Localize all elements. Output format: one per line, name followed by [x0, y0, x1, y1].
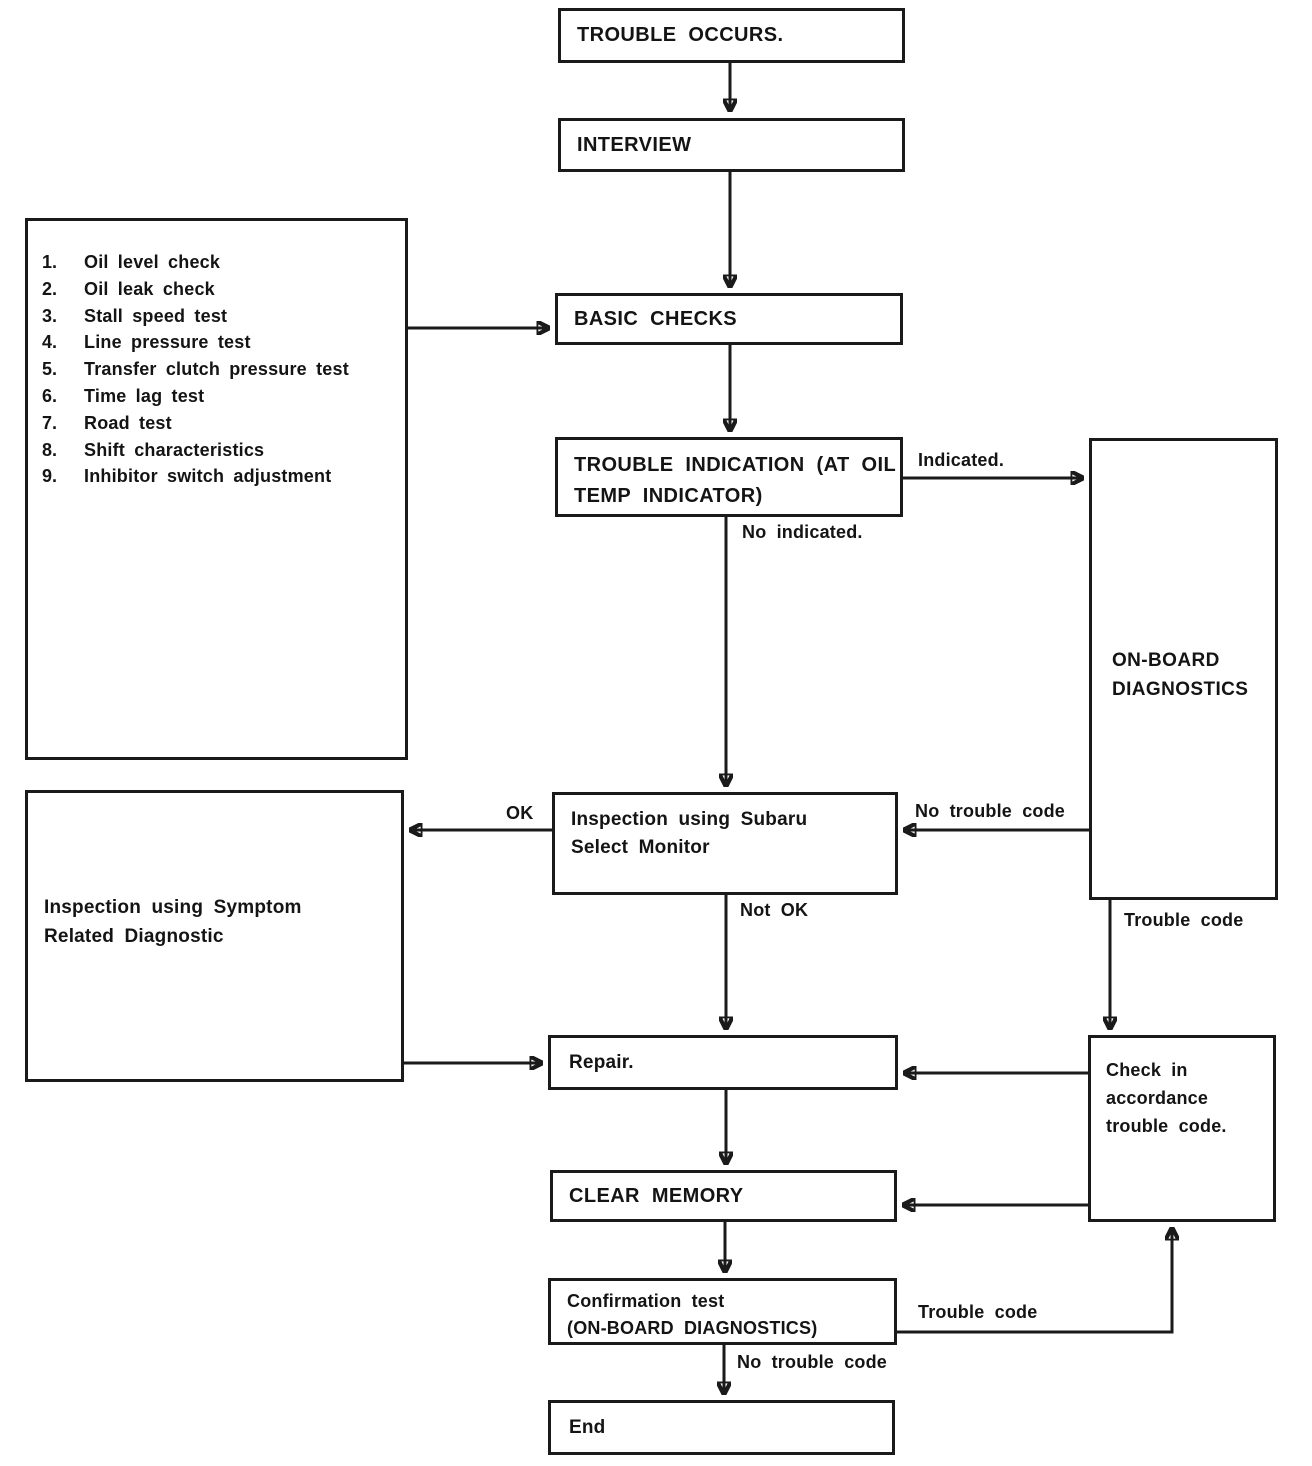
- checks-item-number: 3.: [42, 305, 58, 326]
- node-repair: Repair.: [548, 1035, 898, 1090]
- checks-list-item: 6. Time lag test: [42, 386, 397, 413]
- node-onboard-diagnostics: ON-BOARD DIAGNOSTICS: [1089, 438, 1278, 900]
- node-basic-checks-label: BASIC CHECKS: [574, 307, 738, 330]
- checks-item-text: Time lag test: [84, 385, 205, 406]
- edge-label-trouble-code: Trouble code: [1124, 910, 1244, 930]
- checks-list-item: 8. Shift characteristics: [42, 440, 397, 467]
- checks-item-text: Line pressure test: [84, 332, 251, 353]
- checks-item-text: Shift characteristics: [84, 439, 265, 460]
- checks-list-item: 4. Line pressure test: [42, 332, 397, 359]
- node-select-monitor: Inspection using Subaru Select Monitor: [552, 792, 898, 895]
- edge-label-no-indicated: No indicated.: [742, 522, 863, 542]
- node-trouble-indication: TROUBLE INDICATION (AT OIL TEMP INDICATO…: [555, 437, 903, 517]
- node-interview-label: INTERVIEW: [577, 133, 692, 156]
- node-repair-label: Repair.: [569, 1051, 634, 1073]
- edge-label-ok: OK: [506, 803, 534, 823]
- checks-item-number: 8.: [42, 439, 58, 460]
- checks-item-number: 1.: [42, 252, 58, 272]
- edge-label-indicated: Indicated.: [918, 450, 1005, 470]
- node-symptom-related: Inspection using Symptom Related Diagnos…: [25, 790, 404, 1082]
- node-clear-memory-label: CLEAR MEMORY: [569, 1184, 744, 1207]
- checks-list-item: 9. Inhibitor switch adjustment: [42, 466, 397, 493]
- node-trouble-indication-line1: TROUBLE INDICATION (AT OIL: [574, 454, 897, 476]
- checks-list-item: 7. Road test: [42, 413, 397, 440]
- node-check-accordance-line1: Check in: [1106, 1060, 1188, 1080]
- checks-item-number: 4.: [42, 332, 58, 353]
- node-confirmation-test: Confirmation test (ON-BOARD DIAGNOSTICS): [548, 1278, 897, 1345]
- checks-item-text: Oil leak check: [84, 278, 215, 299]
- checks-list-item: 5. Transfer clutch pressure test: [42, 359, 397, 386]
- node-confirmation-line1: Confirmation test: [567, 1291, 725, 1311]
- checks-item-number: 5.: [42, 359, 58, 380]
- checks-list-item: 2. Oil leak check: [42, 279, 397, 306]
- edge-label-no-trouble-code-confirm: No trouble code: [737, 1352, 888, 1372]
- node-select-monitor-line2: Select Monitor: [571, 837, 710, 858]
- node-interview: INTERVIEW: [558, 118, 905, 172]
- edge-label-not-ok: Not OK: [740, 900, 809, 920]
- node-onboard-line1: ON-BOARD: [1112, 650, 1220, 671]
- node-symptom-related-line1: Inspection using Symptom: [44, 897, 302, 918]
- edge-label-trouble-code-confirm: Trouble code: [918, 1302, 1038, 1322]
- node-onboard-line2: DIAGNOSTICS: [1112, 679, 1249, 700]
- checks-item-text: Transfer clutch pressure test: [84, 359, 349, 380]
- node-symptom-related-line2: Related Diagnostic: [44, 926, 224, 947]
- checks-item-number: 2.: [42, 278, 58, 299]
- checks-list-item: 1. Oil level check: [42, 252, 397, 279]
- checks-item-number: 9.: [42, 466, 58, 487]
- node-check-accordance-line3: trouble code.: [1106, 1116, 1227, 1136]
- node-trouble-occurs: TROUBLE OCCURS.: [558, 8, 905, 63]
- checks-item-text: Stall speed test: [84, 305, 228, 326]
- node-clear-memory: CLEAR MEMORY: [550, 1170, 897, 1222]
- node-basic-checks-list: 1. Oil level check 2. Oil leak check 3. …: [25, 218, 408, 760]
- checks-item-text: Road test: [84, 412, 172, 433]
- checks-item-number: 6.: [42, 385, 58, 406]
- node-check-accordance-line2: accordance: [1106, 1088, 1209, 1108]
- node-confirmation-line2: (ON-BOARD DIAGNOSTICS): [567, 1318, 818, 1338]
- checks-item-number: 7.: [42, 412, 58, 433]
- node-end: End: [548, 1400, 895, 1455]
- node-trouble-occurs-label: TROUBLE OCCURS.: [577, 24, 784, 46]
- node-basic-checks: BASIC CHECKS: [555, 293, 903, 345]
- node-trouble-indication-line2: TEMP INDICATOR): [574, 485, 763, 507]
- checks-list-item: 3. Stall speed test: [42, 306, 397, 333]
- node-check-accordance: Check in accordance trouble code.: [1088, 1035, 1276, 1222]
- checks-item-text: Oil level check: [84, 252, 221, 272]
- node-end-label: End: [569, 1416, 606, 1438]
- checks-item-text: Inhibitor switch adjustment: [84, 466, 332, 487]
- node-select-monitor-line1: Inspection using Subaru: [571, 809, 808, 830]
- edge-label-no-trouble-code: No trouble code: [915, 801, 1066, 821]
